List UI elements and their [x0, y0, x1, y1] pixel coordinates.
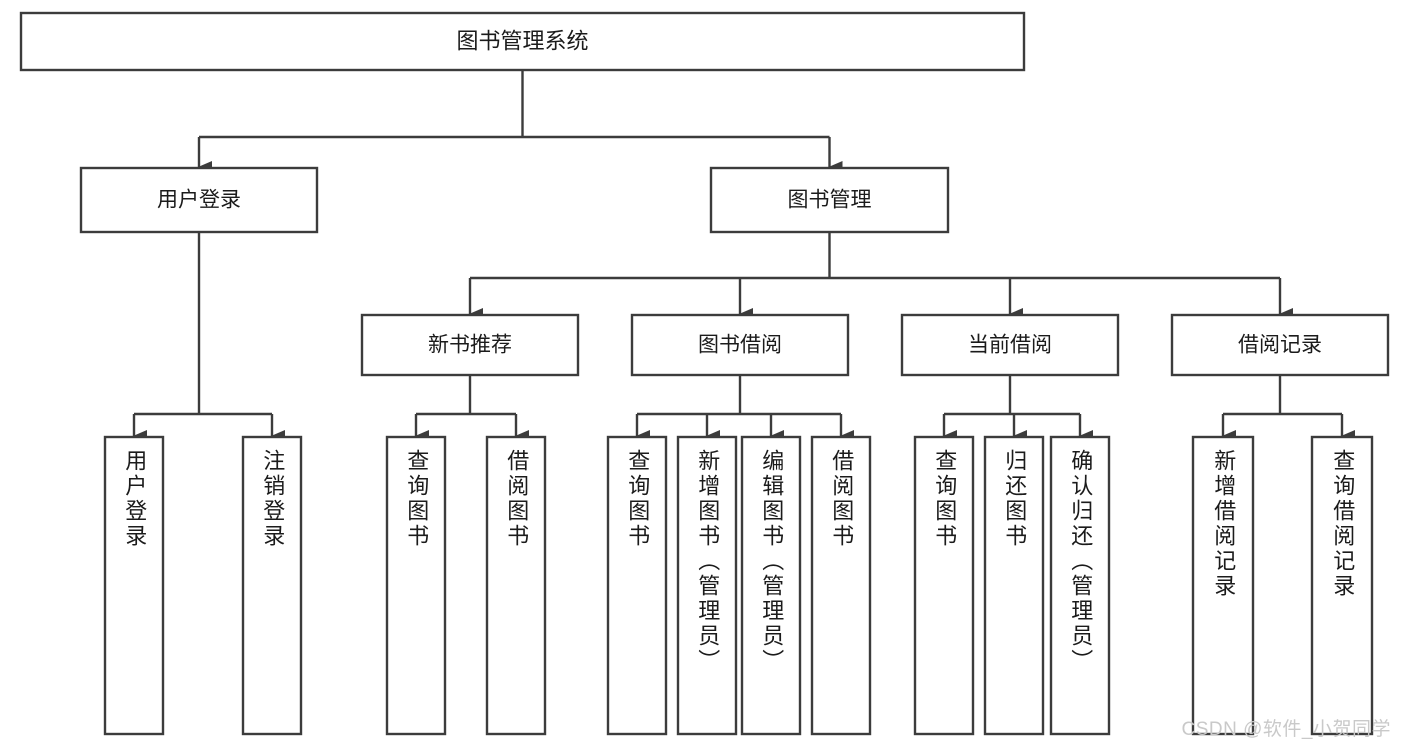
- node-root-label: 图书管理系统: [456, 28, 588, 53]
- node-level2-1[interactable]: [630, 313, 850, 377]
- node-leaf-5[interactable]: [676, 435, 738, 736]
- node-level2-label-0: 新书推荐: [428, 334, 512, 357]
- node-level1-label-1: 图书管理: [788, 189, 872, 212]
- node-level2-2[interactable]: [900, 313, 1120, 377]
- node-level2-0[interactable]: [360, 313, 580, 377]
- node-level1-0[interactable]: [79, 166, 319, 234]
- node-leaf-7[interactable]: [810, 435, 872, 736]
- node-level2-label-2: 当前借阅: [968, 334, 1052, 357]
- node-leaf-6[interactable]: [740, 435, 802, 736]
- node-level2-3[interactable]: [1170, 313, 1390, 377]
- node-leaf-3[interactable]: [485, 435, 547, 736]
- node-leaf-1[interactable]: [241, 435, 303, 736]
- node-level1-label-0: 用户登录: [157, 189, 241, 212]
- node-leaf-10[interactable]: [1049, 435, 1111, 736]
- node-leaf-4[interactable]: [606, 435, 668, 736]
- node-leaf-8[interactable]: [913, 435, 975, 736]
- node-leaf-12[interactable]: [1310, 435, 1374, 736]
- connector-layer: [132, 70, 1355, 442]
- watermark: CSDN @软件_小贺同学: [1181, 719, 1391, 740]
- node-level1-1[interactable]: [709, 166, 950, 234]
- node-leaf-0[interactable]: [103, 435, 165, 736]
- node-level2-label-3: 借阅记录: [1238, 334, 1322, 357]
- node-root-图书管理系统[interactable]: [19, 11, 1026, 72]
- node-leaf-9[interactable]: [983, 435, 1045, 736]
- node-level2-label-1: 图书借阅: [698, 334, 782, 357]
- node-leaf-11[interactable]: [1191, 435, 1255, 736]
- node-leaf-2[interactable]: [385, 435, 447, 736]
